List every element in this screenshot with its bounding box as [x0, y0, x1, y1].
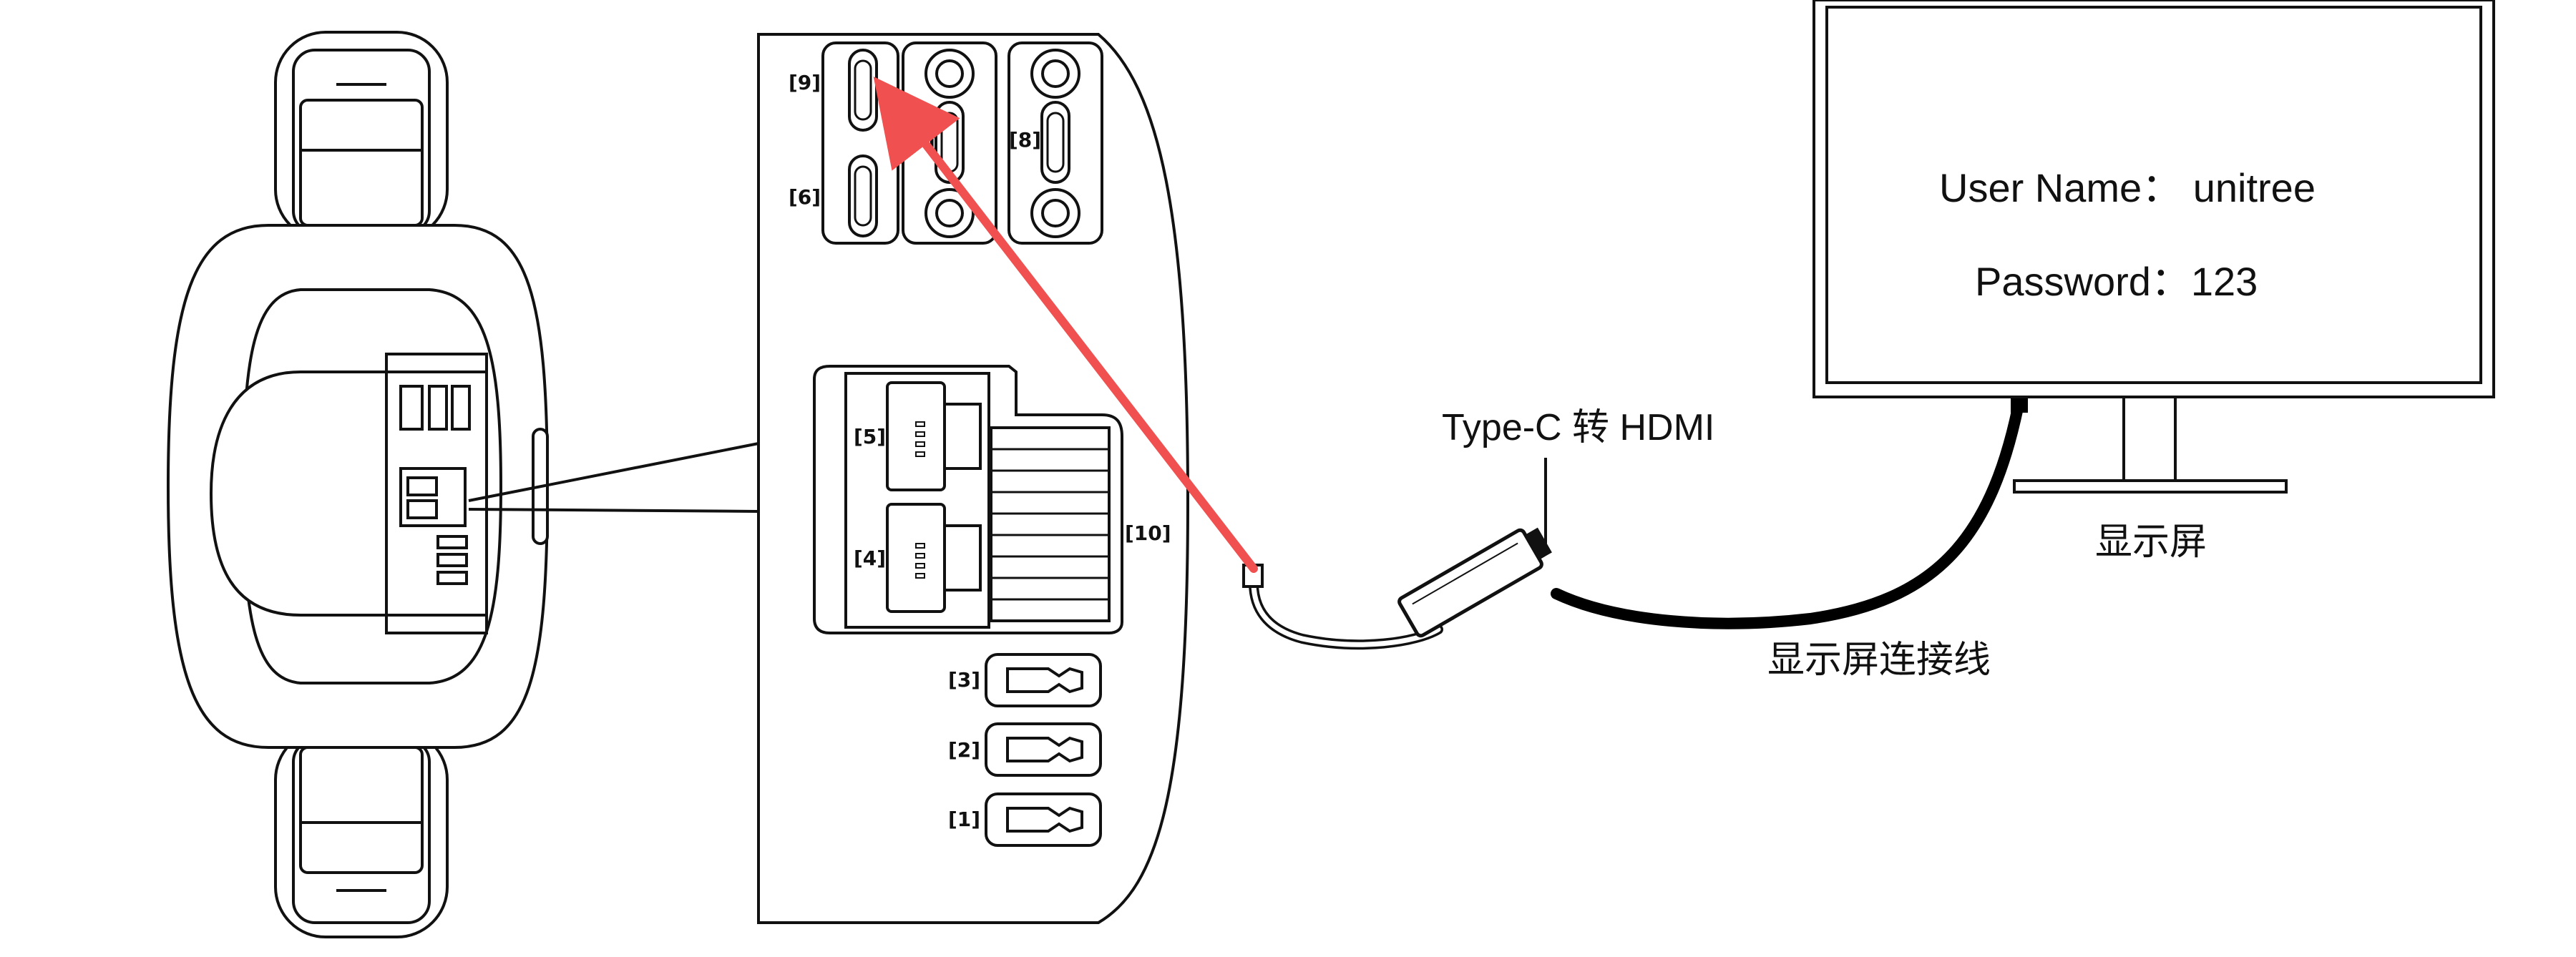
port-1	[985, 792, 1102, 847]
port-1-label: [1]	[948, 808, 980, 831]
port-9-label: [9]	[789, 71, 821, 94]
type-c-hdmi-adapter	[1397, 527, 1552, 638]
interface-panel	[757, 33, 1190, 924]
port-3-label: [3]	[948, 668, 980, 692]
monitor-stand-neck	[2122, 396, 2177, 484]
port-3	[985, 653, 1102, 707]
bottom-wheel	[274, 728, 449, 938]
monitor-label: 显示屏	[2095, 521, 2207, 563]
port-2	[985, 722, 1102, 777]
robot-top-view	[166, 31, 550, 938]
port-10-label: [10]	[1125, 521, 1171, 545]
adapter-label: Type-C 转 HDMI	[1442, 407, 1714, 448]
port-6-label: [6]	[789, 185, 821, 209]
top-wheel	[274, 31, 449, 241]
password-text: Password：123	[1975, 259, 2258, 304]
port-10-header	[990, 426, 1111, 622]
connection-arrow	[873, 77, 1258, 573]
port-4-label: [4]	[854, 546, 886, 570]
port-2-label: [2]	[948, 738, 980, 762]
cable-label: 显示屏连接线	[1767, 639, 1991, 681]
monitor	[1813, 0, 2495, 494]
robot-head	[209, 370, 388, 617]
port-5-label: [5]	[854, 425, 886, 448]
port-8-label: [8]	[1009, 128, 1041, 152]
display-cable	[1551, 402, 2024, 629]
monitor-screen	[1825, 6, 2482, 384]
monitor-stand-base	[2013, 479, 2288, 494]
zoom-lines	[468, 442, 759, 513]
username-text: User Name： unitree	[1939, 165, 2316, 210]
